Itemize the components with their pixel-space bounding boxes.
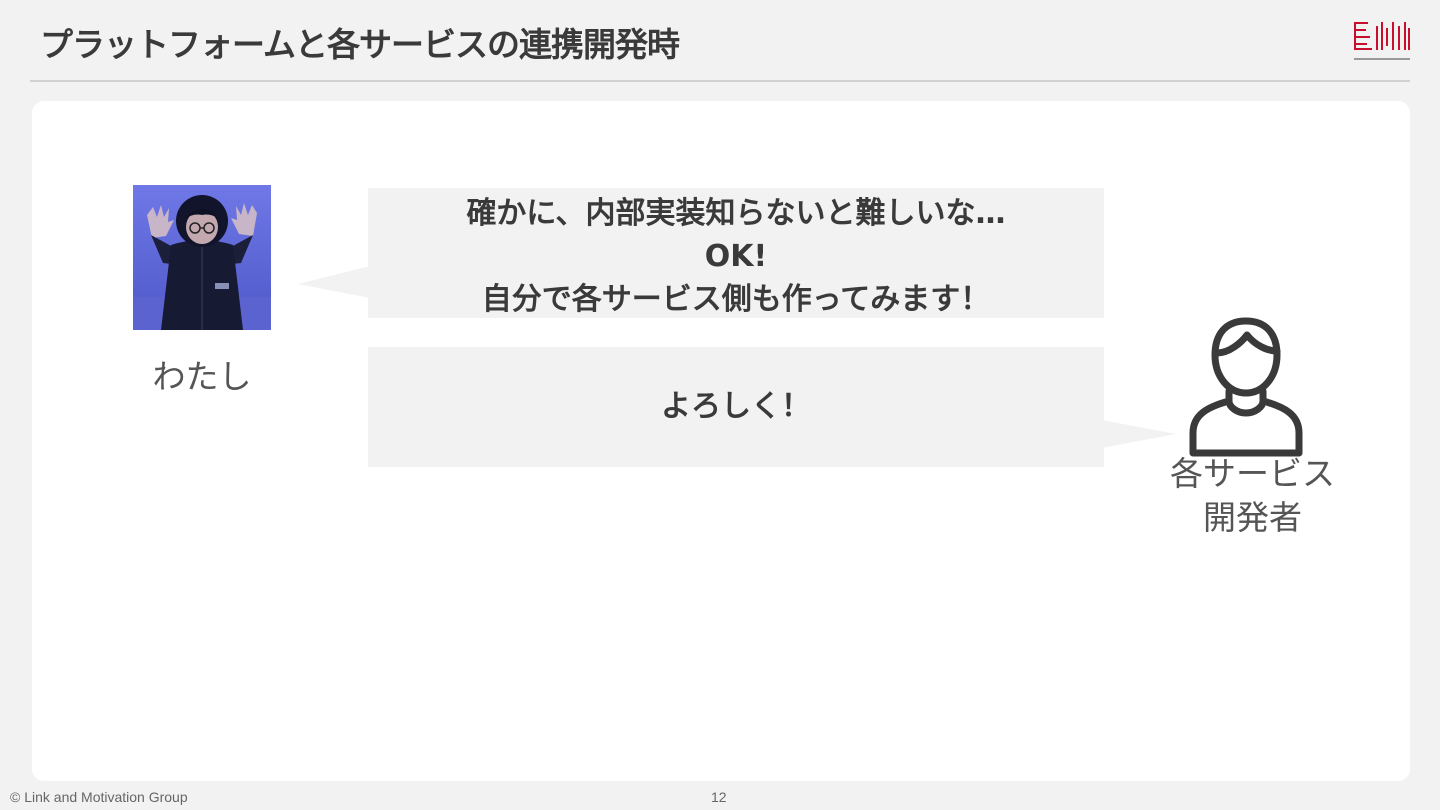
dev-label-line2: 開発者: [1203, 498, 1302, 537]
speech-bubble-me: 確かに、内部実装知らないと難しいな… OK! 自分で各サービス側も作ってみます！: [368, 188, 1104, 318]
speaker-photo: [133, 185, 271, 330]
bubble2-tail: [1102, 420, 1176, 448]
bubble1-tail: [298, 266, 370, 298]
speaker-dev-label: 各サービス 開発者: [1150, 452, 1355, 540]
bubble1-line3: 自分で各サービス側も作ってみます！: [481, 282, 991, 317]
bubble1-line2: OK!: [704, 239, 768, 274]
page-number: 12: [711, 789, 727, 805]
slide-title: プラットフォームと各サービスの連携開発時: [40, 25, 680, 64]
bubble2-text: よろしく！: [661, 389, 811, 424]
speaker-me-label: わたし: [152, 357, 252, 396]
dev-label-line1: 各サービス: [1170, 454, 1335, 493]
bubble1-line1: 確かに、内部実装知らないと難しいな…: [466, 196, 1006, 231]
company-logo: [1354, 22, 1410, 60]
speech-bubble-dev: よろしく！: [368, 347, 1104, 467]
person-icon: [1189, 317, 1303, 457]
footer-copyright: © Link and Motivation Group: [10, 789, 188, 805]
title-divider: [30, 80, 1410, 82]
